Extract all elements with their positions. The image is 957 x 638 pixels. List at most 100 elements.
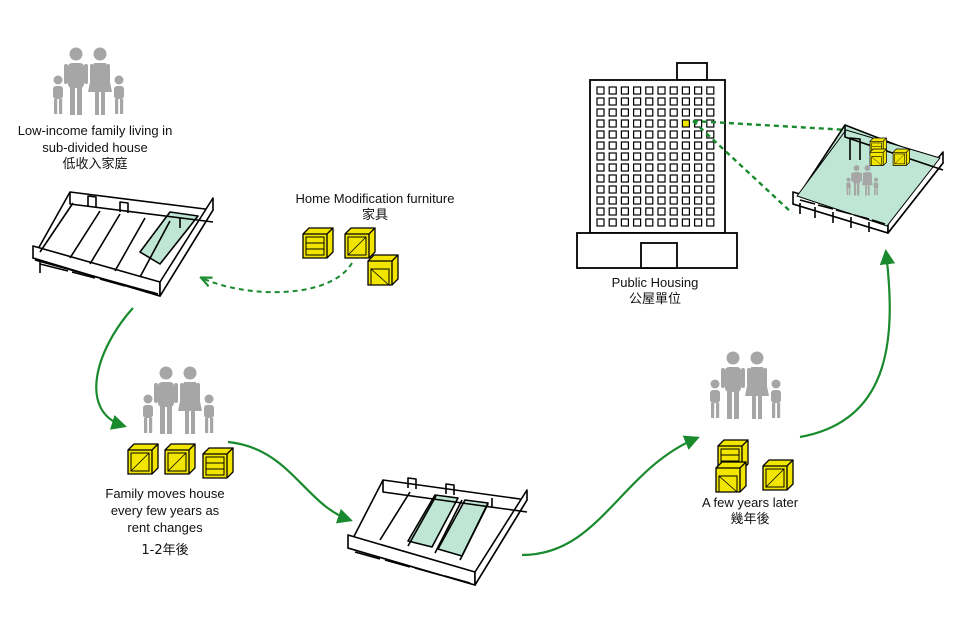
tower-window: [693, 185, 703, 194]
tower-window: [596, 141, 605, 150]
tower-window: [669, 163, 678, 172]
tower-window: [706, 119, 715, 128]
tower-window: [657, 196, 666, 205]
tower-window: [632, 97, 642, 106]
chair-icon: [715, 461, 747, 493]
tower-window: [596, 108, 605, 117]
tower-window: [645, 97, 654, 106]
tower-window: [620, 185, 630, 194]
tower-window: [620, 97, 630, 106]
tower-window: [657, 86, 666, 95]
tower-window: [693, 152, 703, 161]
tower-window: [608, 207, 617, 216]
tower-window: [693, 86, 703, 95]
shelf-icon: [302, 227, 334, 259]
tower-window: [608, 218, 617, 227]
tower-window: [657, 174, 666, 183]
label-public-housing-line2: 公屋單位: [628, 292, 681, 307]
tower-window: [632, 119, 642, 128]
tower-window: [657, 152, 666, 161]
tower-window: [632, 141, 642, 150]
label-public-housing-line1: Public Housing: [611, 275, 699, 290]
tower-window: [632, 130, 642, 139]
tower-window: [596, 152, 605, 161]
tower-window: [657, 130, 666, 139]
tower-window: [693, 130, 703, 139]
tower-window: [681, 185, 691, 194]
label-family-moves: Family moves house every few years as re…: [80, 485, 250, 559]
furniture-group-top: [302, 227, 399, 286]
tower-window: [693, 108, 703, 117]
tower-window: [681, 97, 691, 106]
subdivided-house-model-middle: [347, 477, 528, 586]
tower-window: [657, 207, 666, 216]
tower-window: [706, 163, 715, 172]
tower-window: [669, 196, 678, 205]
tower-window: [620, 86, 630, 95]
tower-window: [657, 218, 666, 227]
tower-window: [632, 152, 642, 161]
tower-window: [657, 141, 666, 150]
public-housing-tower: [576, 62, 738, 269]
unit-connector-lines: [692, 119, 849, 214]
tower-window: [608, 196, 617, 205]
tower-window: [681, 163, 691, 172]
tower-window: [632, 163, 642, 172]
cube-icon: [762, 459, 794, 491]
subdivided-house-model-top: [32, 191, 214, 297]
tower-window: [596, 119, 605, 128]
tower-window: [645, 86, 654, 95]
tower-window: [632, 185, 642, 194]
tower-window: [681, 108, 691, 117]
tower-window: [620, 152, 630, 161]
tower-window: [620, 163, 630, 172]
tower-window: [681, 207, 691, 216]
tower-window: [645, 196, 654, 205]
tower-window: [681, 218, 691, 227]
cube-icon: [127, 443, 159, 475]
label-low-income-line1: Low-income family living in: [17, 123, 173, 138]
tower-window: [681, 196, 691, 205]
tower-window: [706, 185, 715, 194]
tower-window: [681, 86, 691, 95]
arrow-house-to-family: [95, 307, 134, 430]
tower-window: [657, 185, 666, 194]
tower-window: [632, 86, 642, 95]
label-few-years-later: A few years later 幾年後: [690, 494, 810, 528]
cube-icon: [344, 227, 376, 259]
tower-window: [693, 207, 703, 216]
label-low-income-line2: sub-divided house: [42, 140, 148, 155]
furniture-group-middle: [127, 443, 234, 479]
tower-window: [620, 207, 630, 216]
tower-window: [645, 119, 654, 128]
tower-window: [669, 152, 678, 161]
tower-window: [706, 86, 715, 95]
tower-window: [608, 185, 617, 194]
tower-window: [681, 174, 691, 183]
tower-window: [620, 141, 630, 150]
tower-window: [620, 108, 630, 117]
tower-window: [681, 130, 691, 139]
tower-window: [632, 218, 642, 227]
arrow-family-to-public-unit: [799, 248, 896, 439]
highlighted-unit-window: [681, 119, 691, 128]
tower-window: [706, 141, 715, 150]
family-icon-right: [710, 351, 781, 419]
tower-window: [596, 218, 605, 227]
tower-window: [632, 196, 642, 205]
label-home-modification-furniture: Home Modification furniture 家具: [280, 190, 470, 224]
tower-window: [645, 130, 654, 139]
tower-window: [608, 108, 617, 117]
tower-window: [706, 97, 715, 106]
furniture-group-right: [715, 439, 794, 493]
tower-window: [669, 141, 678, 150]
tower-window: [645, 108, 654, 117]
tower-window: [596, 196, 605, 205]
tower-window: [608, 86, 617, 95]
tower-window: [620, 119, 630, 128]
tower-window: [620, 196, 630, 205]
shelf-icon: [202, 447, 234, 479]
tower-window: [706, 174, 715, 183]
tower-window: [681, 152, 691, 161]
